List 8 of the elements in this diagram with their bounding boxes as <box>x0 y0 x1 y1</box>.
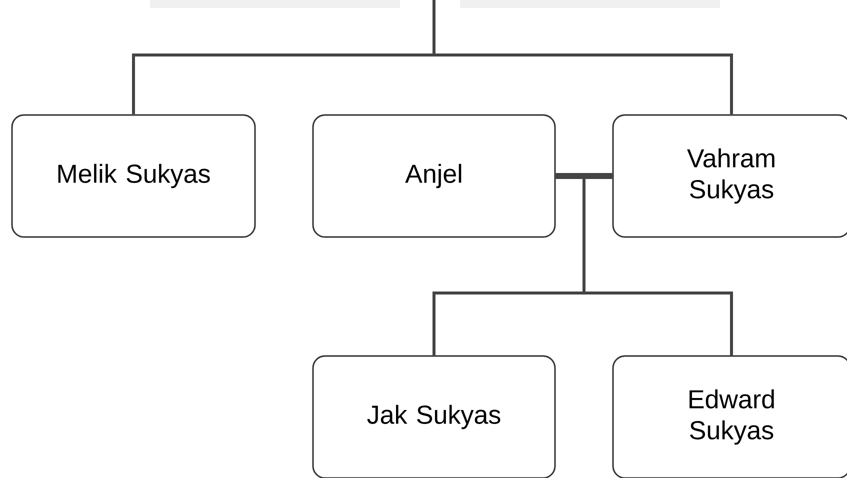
connector-line <box>432 0 733 114</box>
person-box: Melik Sukyas <box>11 114 256 238</box>
person-box: Vahram Sukyas <box>612 114 847 238</box>
person-box: Anjel <box>312 114 556 238</box>
person-box: Jak Sukyas <box>312 355 556 478</box>
connector-line <box>556 173 612 179</box>
connector-line <box>582 173 733 356</box>
person-box: Edward Sukyas <box>612 355 847 478</box>
